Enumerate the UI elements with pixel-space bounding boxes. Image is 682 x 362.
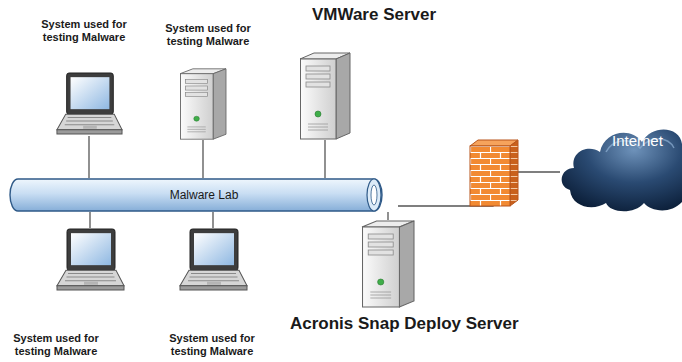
bus-end-cap: [367, 179, 381, 211]
server-side: [399, 221, 414, 307]
network-link: [202, 140, 203, 178]
firewall-icon: [470, 140, 518, 206]
node-heading: System used for testing Malware: [156, 332, 268, 358]
network-link: [88, 136, 89, 178]
server-side: [213, 69, 226, 139]
network-link: [212, 212, 213, 228]
laptop-deck: [57, 114, 122, 129]
server-power-light: [378, 279, 384, 285]
firewall-side: [510, 140, 518, 206]
laptop-icon: [178, 228, 248, 292]
network-bus: Malware Lab: [10, 178, 398, 212]
server-bays: [368, 234, 393, 255]
laptop-front: [57, 130, 122, 134]
server-vents: [308, 124, 328, 130]
laptop-screen: [71, 233, 111, 265]
server-front: [180, 74, 213, 139]
laptop-front: [180, 286, 247, 290]
bus-end-hole: [371, 185, 377, 205]
tower-icon: [180, 68, 226, 140]
firewall-front: [470, 146, 510, 206]
server-node: Acronis Snap Deploy Server: [362, 220, 414, 308]
server-vents: [370, 292, 391, 298]
laptop-screen-frame: [67, 229, 115, 270]
laptop-keys: [65, 273, 116, 284]
server-bays: [186, 79, 208, 96]
server-side: [336, 53, 350, 139]
laptop-screen: [71, 77, 110, 109]
node-heading: System used for testing Malware: [28, 18, 140, 44]
node-heading: Acronis Snap Deploy Server: [290, 314, 560, 334]
network-link: [387, 212, 388, 220]
network-link: [324, 140, 325, 178]
server-power-light: [315, 111, 321, 117]
laptop-node: System used for testing Malware: [55, 72, 123, 136]
server-vents: [187, 127, 205, 132]
laptop-keys: [65, 117, 115, 128]
server-node: System used for testing Malware: [180, 68, 226, 140]
laptop-screen: [194, 233, 234, 265]
server-front: [301, 59, 337, 139]
server-power-light: [194, 116, 200, 121]
network-link: [89, 212, 90, 228]
laptop-icon: [55, 72, 123, 136]
server-bays: [306, 66, 330, 87]
server-front: [363, 227, 400, 307]
laptop-node: System used for testing Malware: [55, 228, 125, 292]
node-heading: Internet: [612, 132, 682, 150]
node-heading: System used for testing Malware: [0, 332, 112, 358]
laptop-screen-frame: [190, 229, 238, 270]
node-label: Malware Lab: [10, 178, 398, 212]
laptop-front: [57, 286, 124, 290]
tower-icon: [300, 52, 350, 140]
internet-cloud: [562, 129, 682, 211]
laptop-screen-frame: [67, 73, 114, 114]
node-heading: VMWare Server: [312, 5, 482, 25]
laptop-deck: [57, 270, 124, 285]
node-heading: System used for testing Malware: [158, 22, 258, 48]
laptop-node: System used for testing Malware: [178, 228, 248, 292]
laptop-keys: [188, 273, 239, 284]
laptop-icon: [55, 228, 125, 292]
laptop-deck: [180, 270, 247, 285]
tower-icon: [362, 220, 414, 308]
server-node: VMWare Server: [300, 52, 350, 140]
cloud-node: Internet: [560, 118, 682, 214]
